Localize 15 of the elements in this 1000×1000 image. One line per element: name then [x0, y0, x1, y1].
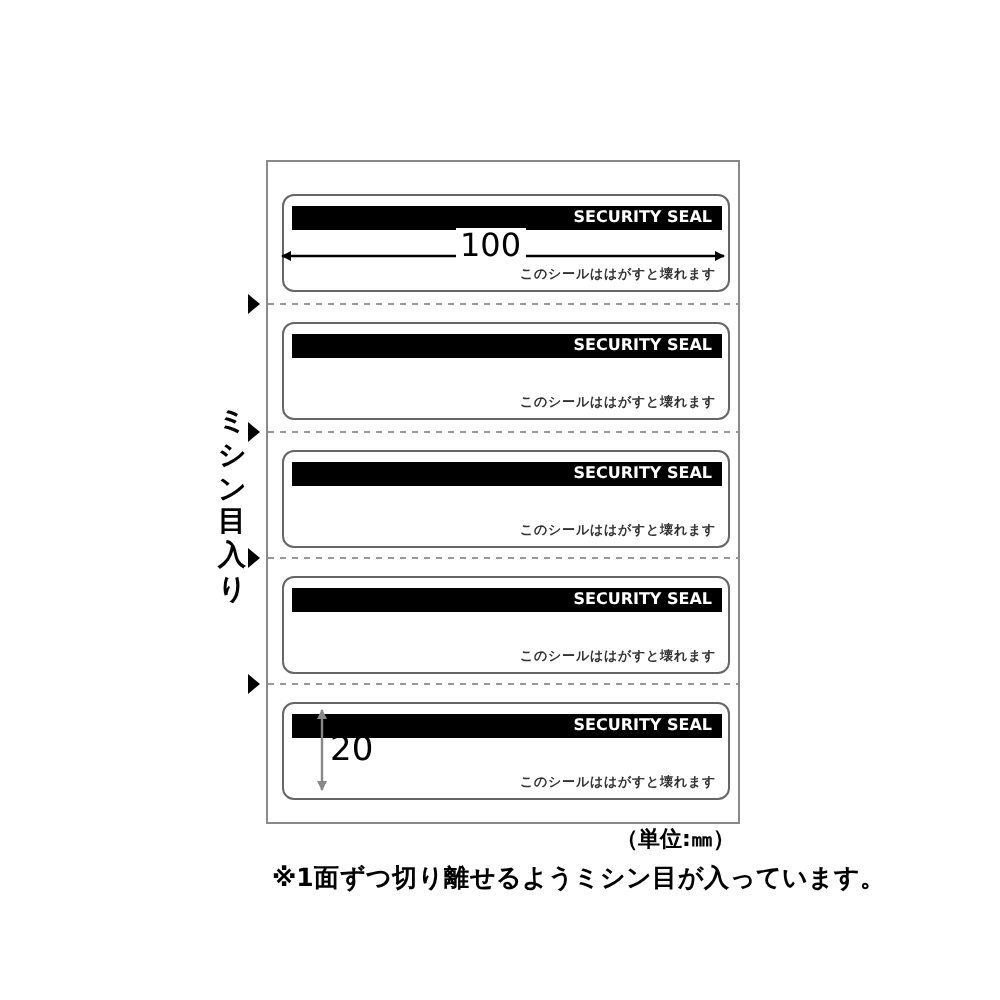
- seal-title-bar: SECURITY SEAL: [292, 206, 722, 230]
- perforation-note: ミシン目入り: [218, 406, 246, 608]
- seal-title-bar: SECURITY SEAL: [292, 588, 722, 612]
- seal-title-bar: SECURITY SEAL: [292, 334, 722, 358]
- seal-label: [282, 702, 730, 800]
- label-sheet: [266, 160, 740, 824]
- footnote: ※1面ずつ切り離せるようミシン目が入っています。: [272, 864, 886, 892]
- dimension-value: 100: [456, 228, 526, 264]
- unit-note: （単位:㎜）: [616, 828, 735, 853]
- seal-title-bar: SECURITY SEAL: [292, 714, 722, 738]
- seal-label: [282, 576, 730, 674]
- seal-label: [282, 450, 730, 548]
- seal-label: [282, 194, 730, 292]
- seal-label: [282, 322, 730, 420]
- seal-title-bar: SECURITY SEAL: [292, 462, 722, 486]
